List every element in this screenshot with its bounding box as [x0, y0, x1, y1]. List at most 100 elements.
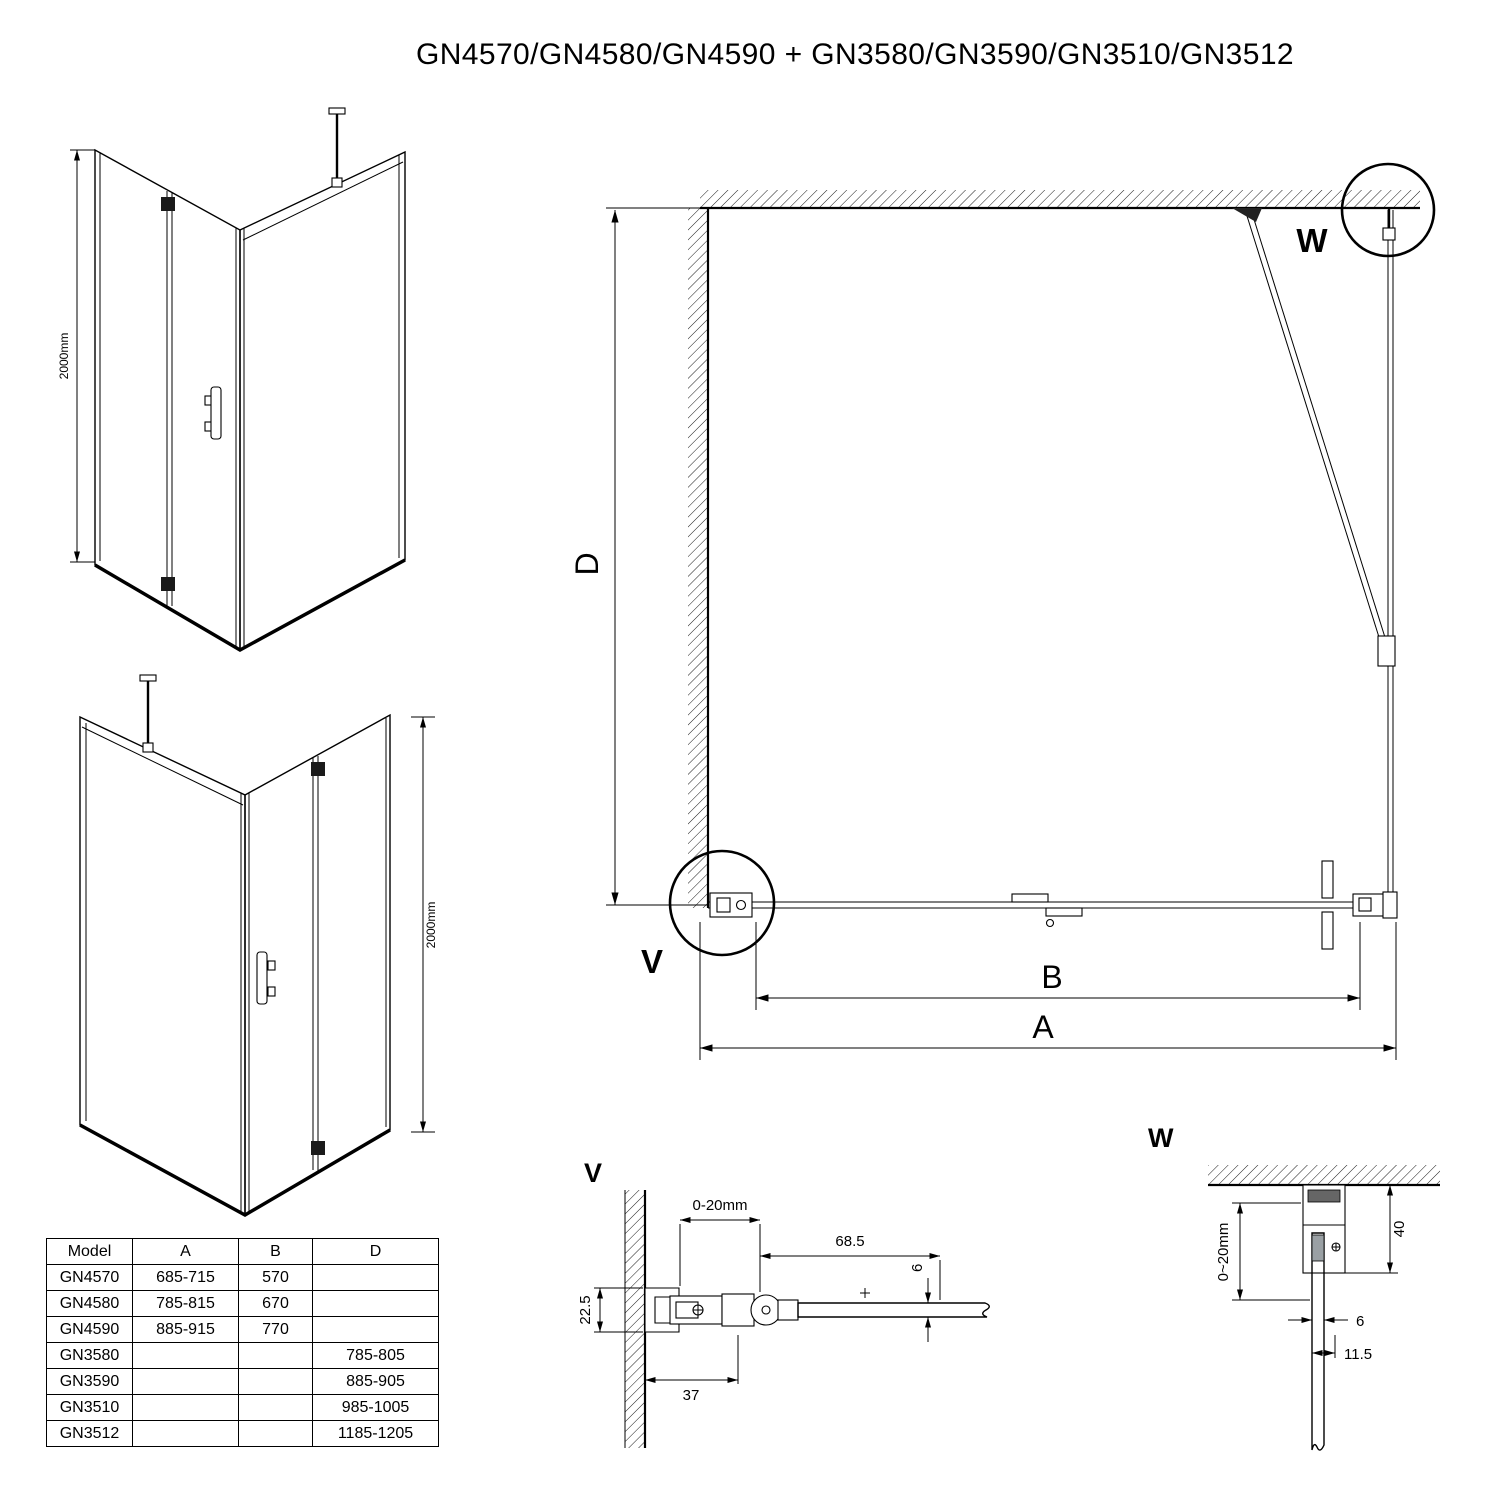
wall-top	[700, 190, 1420, 210]
profile-assembly	[644, 1287, 870, 1333]
cell-a	[132, 1368, 239, 1395]
plan-view: W V D B A	[569, 162, 1436, 1060]
cell-b: 770	[238, 1316, 313, 1343]
detail-circle-w	[1340, 162, 1436, 258]
dim-a-label: A	[1032, 1009, 1054, 1045]
dim-adjust-label: 0-20mm	[692, 1197, 747, 1214]
model-dimension-table: Model A B D GN4570 685-715 570 GN4580 78…	[46, 1238, 439, 1447]
cell-b	[238, 1394, 313, 1421]
dim-total-label: 68.5	[835, 1233, 864, 1250]
dim-total: 68.5	[760, 1233, 941, 1300]
detail-v-callout: V	[641, 943, 663, 980]
cell-model: GN3510	[46, 1394, 133, 1421]
page-title: GN4570/GN4580/GN4590 + GN3580/GN3590/GN3…	[415, 38, 1295, 71]
dim-b: B	[755, 922, 1361, 1010]
hinge-top	[161, 197, 175, 211]
col-header-b: B	[238, 1238, 313, 1265]
dim-adjust: 0-20mm	[679, 1197, 761, 1292]
hinge-bottom	[161, 577, 175, 591]
detail-circle-v	[668, 849, 776, 957]
dim-glass: 6	[909, 1264, 932, 1342]
dim-d: D	[569, 207, 708, 906]
dim-adjust: 0~20mm	[1215, 1202, 1310, 1301]
cell-model: GN4580	[46, 1290, 133, 1317]
cell-b	[238, 1368, 313, 1395]
detail-v-view: V 0-20mm	[577, 1158, 990, 1448]
cell-d	[312, 1290, 439, 1317]
glass-section	[1311, 1232, 1325, 1451]
wall-section	[1208, 1165, 1440, 1187]
dim-adjust-label: 0~20mm	[1215, 1223, 1232, 1282]
cell-a	[132, 1394, 239, 1421]
cell-model: GN3590	[46, 1368, 133, 1395]
dim-a: A	[699, 922, 1397, 1060]
cell-model: GN4590	[46, 1316, 133, 1343]
cell-d: 885-905	[312, 1368, 439, 1395]
detail-w-view: W 40 0~20mm 6	[1148, 1123, 1440, 1451]
dim-d-label: D	[569, 552, 605, 575]
table-header-row: Model A B D	[46, 1238, 439, 1265]
cell-b	[238, 1420, 313, 1447]
wall-mount-pin	[139, 674, 157, 753]
cell-b: 570	[238, 1264, 313, 1291]
cell-d	[312, 1264, 439, 1291]
dim-depth: 22.5	[577, 1287, 643, 1333]
side-panel-plan	[1382, 210, 1398, 919]
door-handle	[204, 386, 222, 440]
cell-b	[238, 1342, 313, 1369]
dim-profile: 37	[645, 1335, 739, 1404]
door-fold-line	[166, 191, 173, 609]
door-handle	[256, 951, 276, 1005]
detail-v-title: V	[584, 1158, 602, 1188]
glass-section	[797, 1302, 990, 1318]
dim-depth-label: 22.5	[577, 1295, 594, 1324]
wall-mount-pin	[328, 107, 346, 188]
height-dimension: 2000mm	[57, 149, 95, 563]
wall-section	[624, 1190, 647, 1448]
table-row: GN4590 885-915 770	[46, 1316, 439, 1343]
table-row: GN4570 685-715 570	[46, 1264, 439, 1291]
cell-model: GN3580	[46, 1342, 133, 1369]
table-row: GN3580 785-805	[46, 1342, 439, 1369]
cell-a	[132, 1342, 239, 1369]
wall-bracket-w	[1382, 208, 1396, 241]
col-header-a: A	[132, 1238, 239, 1265]
dim-height: 40	[1345, 1185, 1408, 1274]
door-frame-lines	[79, 718, 391, 1218]
height-dim-label: 2000mm	[424, 902, 438, 949]
detail-w-title: W	[1148, 1123, 1174, 1153]
cell-d: 985-1005	[312, 1394, 439, 1421]
cell-a	[132, 1420, 239, 1447]
cell-d	[312, 1316, 439, 1343]
col-header-d: D	[312, 1238, 439, 1265]
height-dim-label: 2000mm	[57, 333, 71, 380]
table-row: GN3510 985-1005	[46, 1394, 439, 1421]
dim-offset: 11.5	[1312, 1335, 1372, 1363]
cell-model: GN4570	[46, 1264, 133, 1291]
support-bar-plan	[1232, 208, 1396, 667]
cell-a: 785-815	[132, 1290, 239, 1317]
dim-glass: 6	[1288, 1313, 1364, 1330]
door-handle-plan	[1321, 860, 1334, 950]
iso-view-bottom: 2000mm	[79, 674, 438, 1218]
detail-w-callout: W	[1296, 222, 1328, 259]
cell-a: 885-915	[132, 1316, 239, 1343]
cell-d: 1185-1205	[312, 1420, 439, 1447]
dim-glass-label: 6	[1356, 1313, 1364, 1330]
dim-height-label: 40	[1391, 1221, 1408, 1238]
table-row: GN3512 1185-1205	[46, 1420, 439, 1447]
door-frame-lines	[94, 153, 406, 653]
table-row: GN4580 785-815 670	[46, 1290, 439, 1317]
dim-offset-label: 11.5	[1344, 1346, 1372, 1363]
height-dimension: 2000mm	[411, 716, 438, 1133]
dim-b-label: B	[1041, 959, 1062, 995]
cell-d: 785-805	[312, 1342, 439, 1369]
door-fold-line	[312, 756, 319, 1172]
cell-a: 685-715	[132, 1264, 239, 1291]
table-row: GN3590 885-905	[46, 1368, 439, 1395]
hinge-bottom	[311, 1141, 325, 1155]
cell-b: 670	[238, 1290, 313, 1317]
dim-glass-label: 6	[909, 1264, 926, 1272]
cell-model: GN3512	[46, 1420, 133, 1447]
